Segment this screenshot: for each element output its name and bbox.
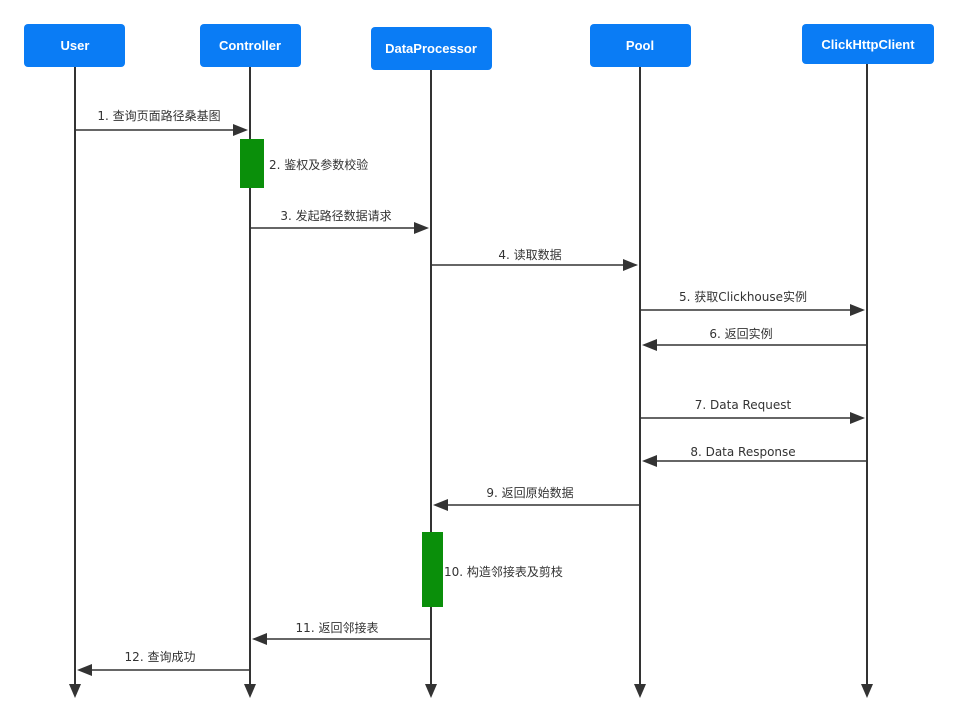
participant-box-controller	[200, 24, 301, 67]
participant-dataprocessor: DataProcessor	[371, 27, 492, 70]
message-label: 4. 读取数据	[498, 247, 561, 262]
participant-controller: Controller	[200, 24, 301, 67]
message-1: 1. 查询页面路径桑基图	[75, 108, 248, 136]
arrowhead-icon	[642, 339, 657, 351]
lifeline-end-arrow-user	[69, 684, 81, 698]
participant-label-controller: Controller	[219, 38, 281, 53]
message-label: 5. 获取Clickhouse实例	[679, 289, 807, 304]
message-label: 7. Data Request	[695, 398, 792, 412]
participant-pool: Pool	[590, 24, 691, 67]
message-label: 8. Data Response	[690, 445, 795, 459]
message-label: 9. 返回原始数据	[486, 485, 573, 500]
arrowhead-icon	[252, 633, 267, 645]
lifeline-end-arrow-clickhttpclient	[861, 684, 873, 698]
message-11: 11. 返回邻接表	[252, 620, 431, 645]
arrowhead-icon	[850, 304, 865, 316]
activation-controller	[240, 139, 264, 188]
participant-label-clickhttpclient: ClickHttpClient	[821, 37, 915, 52]
activations	[240, 139, 443, 607]
arrowhead-icon	[642, 455, 657, 467]
arrowhead-icon	[623, 259, 638, 271]
participant-label-dataprocessor: DataProcessor	[385, 41, 477, 56]
message-8: 8. Data Response	[642, 445, 867, 467]
self-steps: 2. 鉴权及参数校验 10. 构造邻接表及剪枝	[269, 157, 563, 579]
self-step-label: 10. 构造邻接表及剪枝	[444, 564, 563, 579]
message-3: 3. 发起路径数据请求	[250, 208, 429, 234]
participant-label-user: User	[61, 38, 90, 53]
lifeline-end-arrow-controller	[244, 684, 256, 698]
message-label: 6. 返回实例	[709, 326, 772, 341]
participant-box-user	[24, 24, 125, 67]
participant-user: User	[24, 24, 125, 67]
arrowhead-icon	[233, 124, 248, 136]
participant-label-pool: Pool	[626, 38, 654, 53]
message-12: 12. 查询成功	[77, 650, 250, 676]
self-step-label: 2. 鉴权及参数校验	[269, 157, 368, 172]
arrowhead-icon	[77, 664, 92, 676]
participant-clickhttpclient: ClickHttpClient	[802, 24, 934, 64]
lifeline-end-arrow-dataprocessor	[425, 684, 437, 698]
message-9: 9. 返回原始数据	[433, 485, 640, 511]
message-label: 1. 查询页面路径桑基图	[97, 108, 220, 123]
arrowhead-icon	[433, 499, 448, 511]
participants: User Controller DataProcessor Pool Click…	[24, 24, 934, 70]
participant-box-pool	[590, 24, 691, 67]
arrowhead-icon	[414, 222, 429, 234]
lifelines	[69, 64, 873, 698]
message-label: 3. 发起路径数据请求	[280, 208, 391, 223]
participant-box-clickhttpclient	[802, 24, 934, 64]
lifeline-end-arrow-pool	[634, 684, 646, 698]
participant-box-dataprocessor	[371, 27, 492, 70]
message-5: 5. 获取Clickhouse实例	[640, 289, 865, 316]
message-label: 12. 查询成功	[125, 650, 196, 664]
message-label: 11. 返回邻接表	[296, 620, 379, 635]
message-6: 6. 返回实例	[642, 326, 867, 351]
message-7: 7. Data Request	[640, 398, 865, 424]
arrowhead-icon	[850, 412, 865, 424]
activation-dataprocessor	[422, 532, 443, 607]
message-4: 4. 读取数据	[431, 247, 638, 271]
messages: 1. 查询页面路径桑基图 3. 发起路径数据请求 4. 读取数据 5. 获取Cl…	[75, 108, 867, 676]
